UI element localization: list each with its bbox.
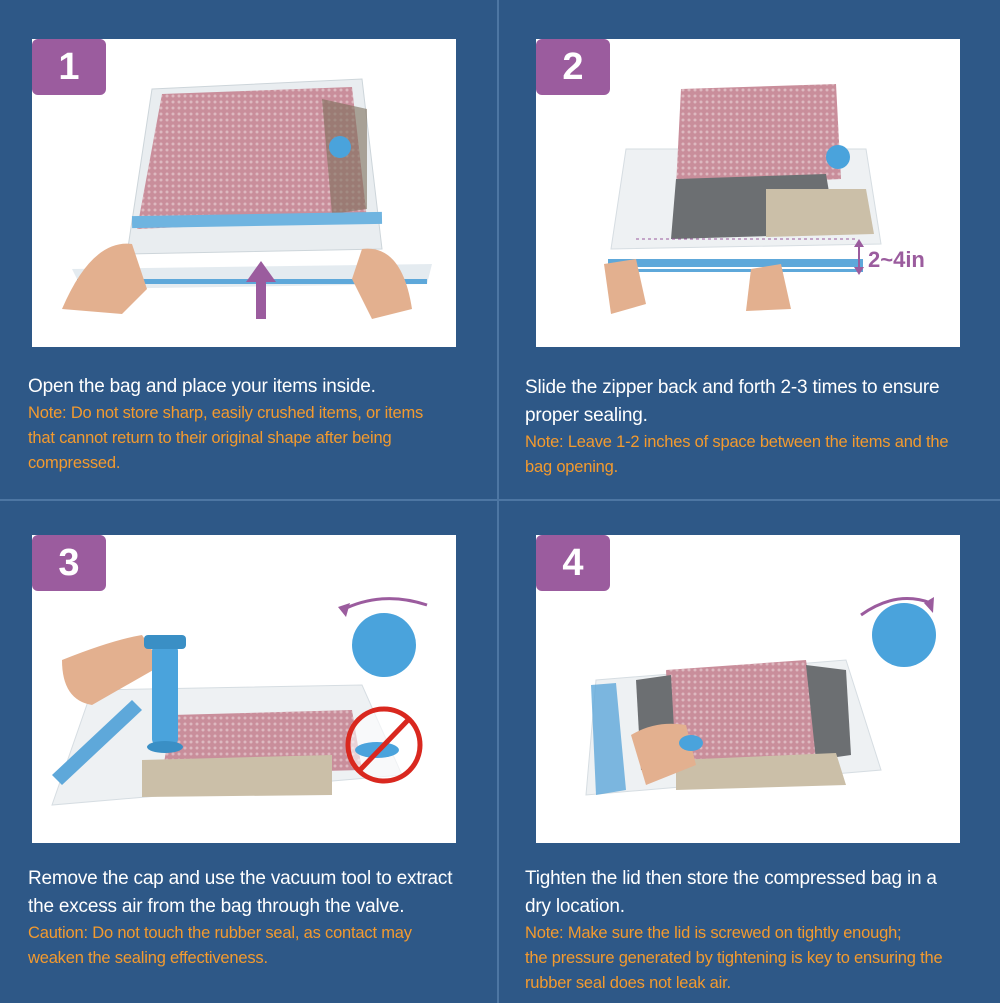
step-2-note-line-1: Note: Leave 1-2 inches of space between … [525,433,949,451]
step-2-instruction-line-2: proper sealing. [525,405,648,426]
step-4-instruction-line-2: dry location. [525,896,625,917]
gap-measurement-label: 2~4in [868,247,925,272]
step-3-note-line-2: weaken the sealing effectiveness. [28,949,268,967]
pump-icon [152,645,178,745]
step-4-photo: 4 [536,535,960,843]
tighten-cap-illustration [585,597,936,796]
step-3-instruction-line-2: the excess air from the bag through the … [28,896,405,917]
step-1-note-line-1: Note: Do not store sharp, easily crushed… [28,404,424,422]
step-2-caption: Slide the zipper back and forth 2-3 time… [525,374,975,480]
step-2-badge: 2 [536,39,610,95]
step-2-instruction-line-1: Slide the zipper back and forth 2-3 time… [525,377,940,398]
step-4-caption: Tighten the lid then store the compresse… [525,865,975,996]
step-4-note-line-3: rubber seal does not leak air. [525,974,731,992]
valve-icon [329,136,351,158]
valve-icon [826,145,850,169]
cap-icon [872,603,936,667]
divider-vertical [497,0,499,1003]
step-2-photo: 2 2~4in [536,39,960,347]
step-4-instruction-line-1: Tighten the lid then store the compresse… [525,868,937,889]
cap-icon [352,613,416,677]
step-1-badge: 1 [32,39,106,95]
step-1-photo: 1 [32,39,456,347]
step-2-note-line-2: bag opening. [525,458,619,476]
step-3-photo: 3 [32,535,456,843]
step-1-instruction: Open the bag and place your items inside… [28,376,376,397]
step-3-caption: Remove the cap and use the vacuum tool t… [28,865,478,971]
step-1-note-line-2: that cannot return to their original sha… [28,429,392,447]
step-4-note-line-1: Note: Make sure the lid is screwed on ti… [525,924,902,942]
step-3-note-line-1: Caution: Do not touch the rubber seal, a… [28,924,412,942]
step-1-note-line-3: compressed. [28,454,121,472]
step-3-badge: 3 [32,535,106,591]
zipper-seal-illustration [604,84,882,314]
step-3-instruction-line-1: Remove the cap and use the vacuum tool t… [28,868,453,889]
step-4-badge: 4 [536,535,610,591]
divider-horizontal [0,499,1000,501]
step-4-note-line-2: the pressure generated by tightening is … [525,949,943,967]
bag-open-illustration [62,78,432,319]
up-arrow-icon [256,279,266,319]
vacuum-pump-illustration [51,597,428,806]
step-1-caption: Open the bag and place your items inside… [28,373,478,476]
